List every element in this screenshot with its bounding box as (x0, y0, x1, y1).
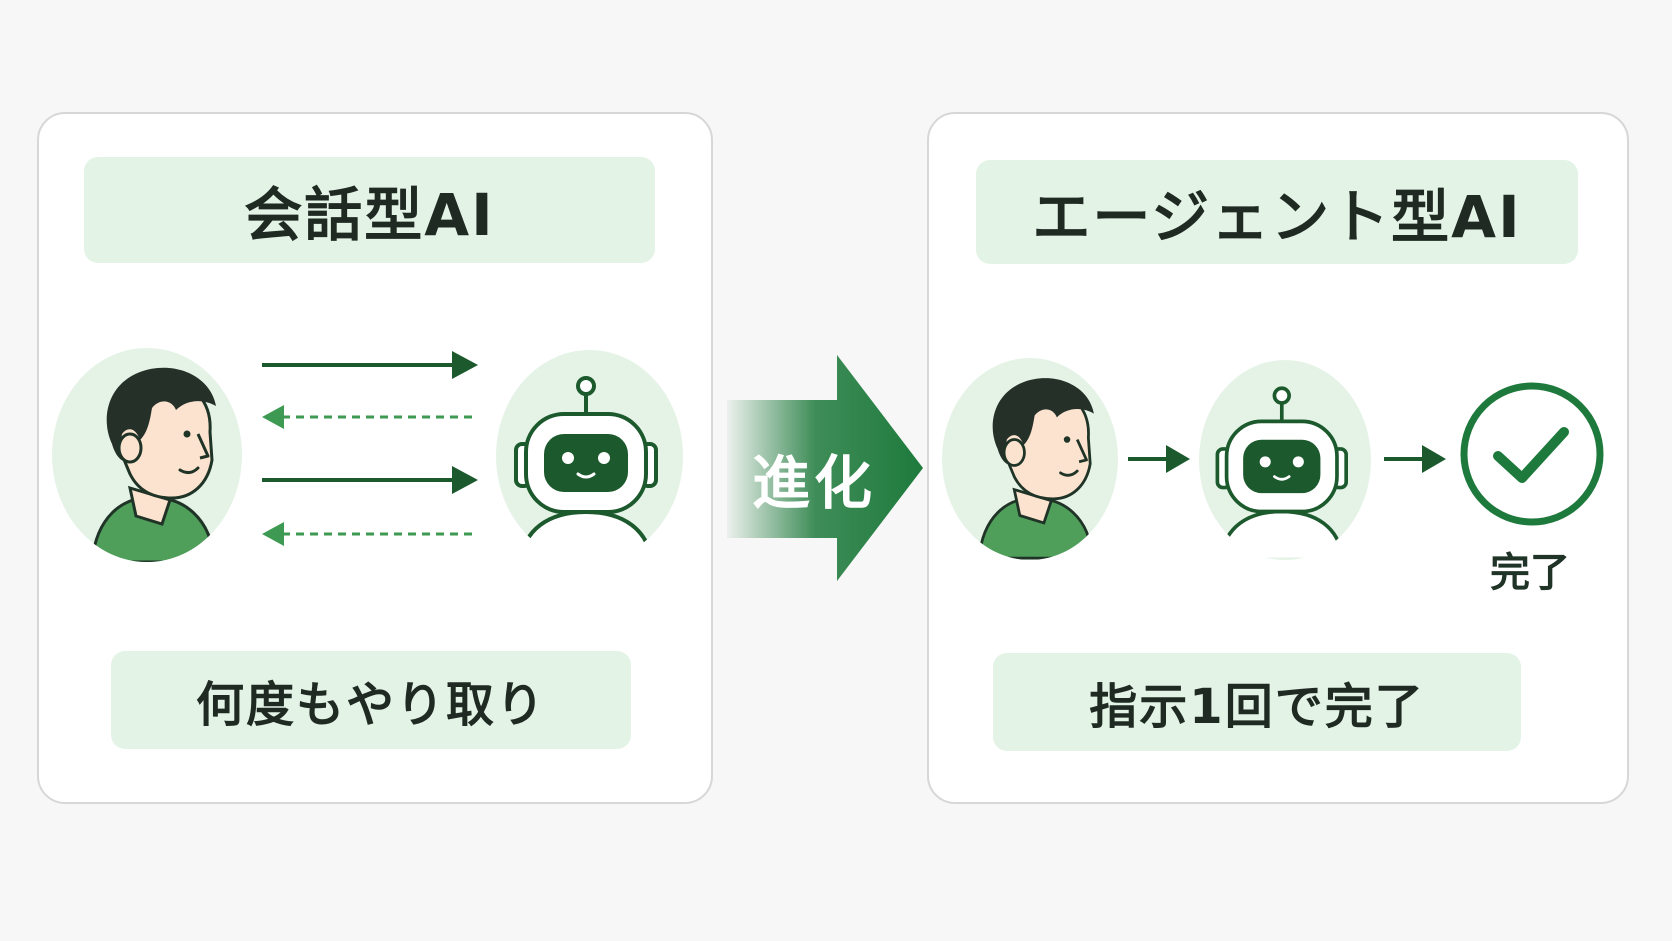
request-arrow-2 (262, 466, 478, 494)
arrow-right-icon (1128, 445, 1190, 473)
conversational-ai-caption: 何度もやり取り (111, 651, 631, 749)
agent-ai-title-text: エージェント型AI (1032, 183, 1522, 251)
robot-icon (514, 376, 658, 562)
robot-icon (1215, 386, 1349, 558)
person-avatar-right (942, 358, 1118, 560)
evolution-arrow (727, 355, 923, 581)
response-dashed-arrow-1 (262, 405, 478, 429)
robot-avatar-right (1199, 360, 1371, 560)
done-label: 完了 (1490, 550, 1570, 596)
response-dashed-arrow-2 (262, 522, 478, 546)
arrow-right-icon (1384, 445, 1446, 473)
robot-avatar-left (496, 350, 683, 562)
person-icon (90, 367, 216, 562)
conversational-ai-caption-text: 何度もやり取り (195, 677, 546, 733)
check-circle-icon (1460, 382, 1604, 526)
person-icon (977, 378, 1094, 560)
conversational-ai-title-text: 会話型AI (244, 181, 495, 249)
evolution-label: 進化 (752, 449, 877, 517)
agent-ai-title: エージェント型AI (976, 160, 1578, 264)
conversational-ai-title: 会話型AI (84, 157, 655, 263)
request-arrow-1 (262, 351, 478, 379)
agent-ai-caption-text: 指示1回で完了 (1089, 679, 1425, 735)
person-avatar-left (52, 348, 242, 562)
agent-ai-caption: 指示1回で完了 (993, 653, 1521, 751)
